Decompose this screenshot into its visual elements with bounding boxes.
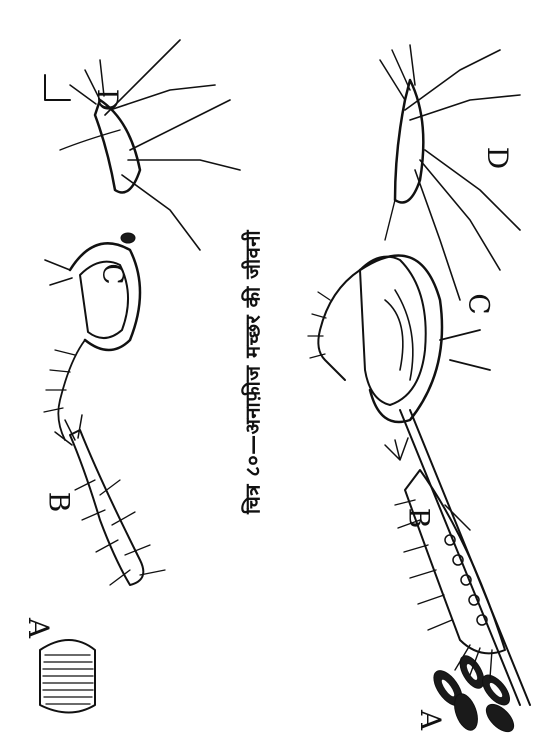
larva-on-stem-drawing — [385, 410, 530, 705]
adult-mosquito-drawing-bottom — [45, 40, 240, 250]
label-top-b: B — [404, 508, 432, 529]
figure-caption: चित्र ८०—अनाफ़ीज मच्छर की जीवनी — [239, 230, 266, 514]
label-top-d: D — [483, 147, 511, 169]
label-bottom-b: B — [44, 492, 72, 513]
label-top-a: A — [416, 710, 444, 730]
pupa-drawing — [308, 255, 490, 422]
label-bottom-a: A — [24, 618, 52, 638]
label-top-c: C — [465, 293, 493, 314]
label-bottom-c: C — [99, 263, 127, 284]
label-bottom-d: D — [93, 89, 121, 111]
eggs-cluster-drawing — [40, 640, 95, 713]
